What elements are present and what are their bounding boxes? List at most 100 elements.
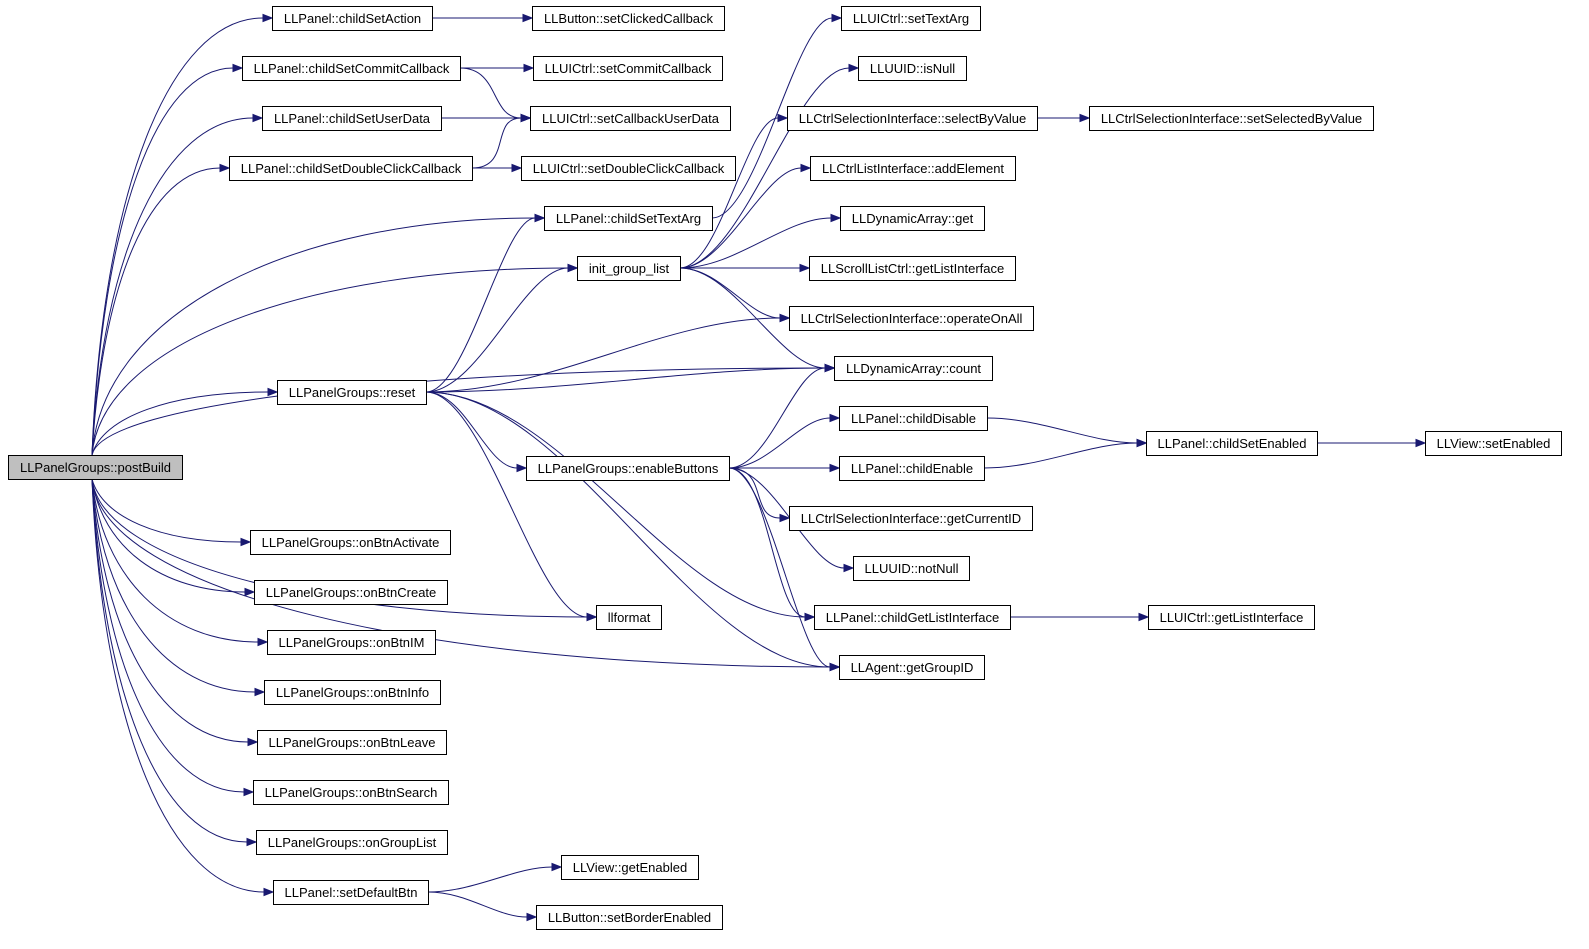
node-label: LLCtrlSelectionInterface::selectByValue	[799, 111, 1026, 126]
node-init_group_list[interactable]: init_group_list	[577, 256, 681, 281]
node-box	[267, 630, 436, 655]
edge-childSetDoubleClickCallback-to-setCallbackUserData	[471, 117, 522, 169]
arrowhead-icon	[804, 612, 816, 622]
node-childSetTextArg[interactable]: LLPanel::childSetTextArg	[544, 206, 713, 231]
node-onBtnCreate[interactable]: LLPanelGroups::onBtnCreate	[254, 580, 448, 605]
node-addElement[interactable]: LLCtrlListInterface::addElement	[810, 156, 1016, 181]
node-setTextArg[interactable]: LLUICtrl::setTextArg	[841, 6, 981, 31]
edge-setDefaultBtn-to-getEnabled	[427, 866, 553, 893]
node-label: LLPanel::setDefaultBtn	[285, 885, 418, 900]
node-selectByValue[interactable]: LLCtrlSelectionInterface::selectByValue	[787, 106, 1038, 131]
node-notNull[interactable]: LLUUID::notNull	[853, 556, 970, 581]
node-setDoubleClickCallback[interactable]: LLUICtrl::setDoubleClickCallback	[521, 156, 736, 181]
arrowhead-icon	[1415, 438, 1427, 448]
node-operateOnAll[interactable]: LLCtrlSelectionInterface::operateOnAll	[789, 306, 1034, 331]
arrowhead-icon	[831, 13, 843, 23]
arrowhead-icon	[824, 363, 836, 373]
node-label: LLUICtrl::setCommitCallback	[545, 61, 712, 76]
node-box	[8, 455, 183, 480]
node-box	[521, 156, 736, 181]
node-childSetAction[interactable]: LLPanel::childSetAction	[272, 6, 433, 31]
node-box	[789, 506, 1033, 531]
arrowhead-icon	[829, 463, 841, 473]
edge-postBuild-to-onBtnLeave	[91, 478, 249, 743]
node-onGroupList[interactable]: LLPanelGroups::onGroupList	[256, 830, 448, 855]
arrowhead-icon	[232, 63, 244, 73]
node-llformat[interactable]: llformat	[596, 605, 662, 630]
node-box	[272, 6, 433, 31]
edge-childEnable-to-childSetEnabled	[983, 442, 1138, 469]
node-label: LLPanel::childSetCommitCallback	[254, 61, 450, 76]
arrowhead-icon	[511, 163, 523, 173]
node-childEnable[interactable]: LLPanel::childEnable	[839, 456, 985, 481]
node-reset[interactable]: LLPanelGroups::reset	[277, 380, 427, 405]
edge-postBuild-to-getGroupID	[91, 478, 831, 668]
node-getEnabled[interactable]: LLView::getEnabled	[561, 855, 699, 880]
node-label: LLUICtrl::setTextArg	[853, 11, 969, 26]
node-setCallbackUserData[interactable]: LLUICtrl::setCallbackUserData	[530, 106, 731, 131]
node-setDefaultBtn[interactable]: LLPanel::setDefaultBtn	[273, 880, 429, 905]
arrowhead-icon	[779, 513, 791, 523]
node-label: LLScrollListCtrl::getListInterface	[821, 261, 1005, 276]
node-label: llformat	[608, 610, 651, 625]
arrowhead-icon	[848, 63, 860, 73]
node-box	[810, 156, 1016, 181]
node-childSetEnabled[interactable]: LLPanel::childSetEnabled	[1146, 431, 1318, 456]
arrowhead-icon	[252, 113, 264, 123]
edge-reset-to-childGetListInterface	[425, 391, 806, 618]
node-getGroupID[interactable]: LLAgent::getGroupID	[839, 655, 985, 680]
edge-postBuild-to-childSetDoubleClickCallback	[91, 167, 221, 456]
arrowhead-icon	[534, 213, 546, 223]
node-childGetListInterface[interactable]: LLPanel::childGetListInterface	[814, 605, 1011, 630]
arrowhead-icon	[267, 387, 279, 397]
node-label: LLCtrlListInterface::addElement	[822, 161, 1004, 176]
node-onBtnActivate[interactable]: LLPanelGroups::onBtnActivate	[250, 530, 451, 555]
node-daCount[interactable]: LLDynamicArray::count	[834, 356, 993, 381]
arrowhead-icon	[520, 113, 532, 123]
node-childSetUserData[interactable]: LLPanel::childSetUserData	[262, 106, 442, 131]
node-viewSetEnabled[interactable]: LLView::setEnabled	[1425, 431, 1562, 456]
arrowhead-icon	[219, 163, 231, 173]
node-label: LLPanelGroups::onBtnIM	[279, 635, 425, 650]
node-setCommitCallback[interactable]: LLUICtrl::setCommitCallback	[533, 56, 723, 81]
node-uictrlGetListInterface[interactable]: LLUICtrl::getListInterface	[1148, 605, 1315, 630]
arrowhead-icon	[254, 687, 266, 697]
node-enableButtons[interactable]: LLPanelGroups::enableButtons	[526, 456, 730, 481]
node-label: LLPanelGroups::postBuild	[20, 460, 171, 475]
node-setClickedCallback[interactable]: LLButton::setClickedCallback	[532, 6, 725, 31]
node-label: LLButton::setClickedCallback	[544, 11, 714, 26]
call-nodes: LLPanelGroups::postBuild LLPanel::childSe…	[8, 6, 1562, 930]
node-box	[273, 880, 429, 905]
node-daGet[interactable]: LLDynamicArray::get	[840, 206, 985, 231]
node-label: LLPanelGroups::onBtnCreate	[266, 585, 437, 600]
node-box	[596, 605, 662, 630]
node-label: LLCtrlSelectionInterface::setSelectedByV…	[1101, 111, 1362, 126]
node-childSetDoubleClickCallback[interactable]: LLPanel::childSetDoubleClickCallback	[229, 156, 473, 181]
node-getListInterfaceScroll[interactable]: LLScrollListCtrl::getListInterface	[809, 256, 1016, 281]
node-postBuild[interactable]: LLPanelGroups::postBuild	[8, 455, 183, 480]
node-onBtnInfo[interactable]: LLPanelGroups::onBtnInfo	[264, 680, 441, 705]
node-box	[277, 380, 427, 405]
node-label: init_group_list	[589, 261, 670, 276]
node-label: LLPanel::childEnable	[851, 461, 973, 476]
edge-postBuild-to-reset	[91, 391, 269, 456]
edge-init_group_list-to-isNull	[679, 67, 850, 269]
node-childSetCommitCallback[interactable]: LLPanel::childSetCommitCallback	[242, 56, 461, 81]
node-label: LLPanelGroups::onBtnInfo	[276, 685, 429, 700]
node-label: LLUICtrl::setCallbackUserData	[542, 111, 720, 126]
node-setBorderEnabled[interactable]: LLButton::setBorderEnabled	[536, 905, 723, 930]
arrowhead-icon	[247, 737, 259, 747]
node-childDisable[interactable]: LLPanel::childDisable	[839, 406, 988, 431]
node-isNull[interactable]: LLUUID::isNull	[858, 56, 967, 81]
node-setSelectedByValue[interactable]: LLCtrlSelectionInterface::setSelectedByV…	[1089, 106, 1374, 131]
node-onBtnLeave[interactable]: LLPanelGroups::onBtnLeave	[257, 730, 447, 755]
edge-init_group_list-to-daGet	[679, 217, 832, 269]
node-label: LLPanelGroups::onGroupList	[268, 835, 437, 850]
arrowhead-icon	[777, 113, 789, 123]
node-getCurrentID[interactable]: LLCtrlSelectionInterface::getCurrentID	[789, 506, 1033, 531]
node-box	[242, 56, 461, 81]
node-onBtnSearch[interactable]: LLPanelGroups::onBtnSearch	[253, 780, 449, 805]
edge-postBuild-to-llformat	[91, 478, 588, 618]
node-onBtnIM[interactable]: LLPanelGroups::onBtnIM	[267, 630, 436, 655]
edge-postBuild-to-daCount	[91, 367, 826, 456]
